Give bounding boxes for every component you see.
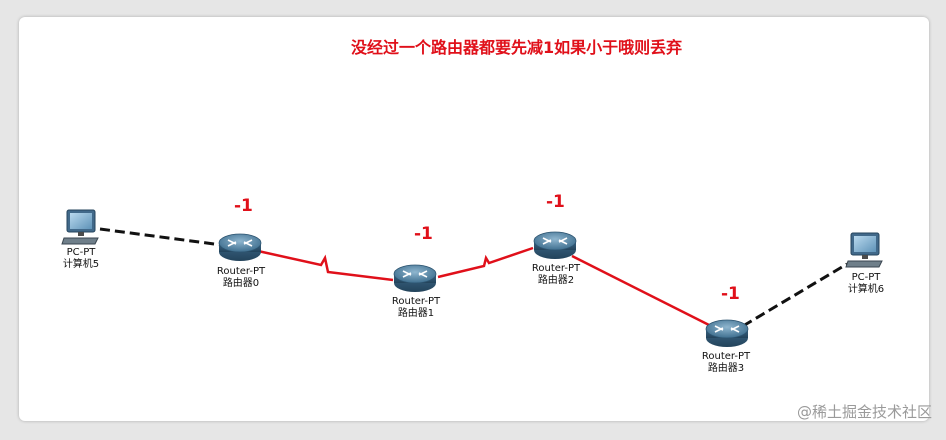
node-label-router3: Router-PT 路由器3 xyxy=(686,351,766,375)
node-label-router2: Router-PT 路由器2 xyxy=(516,263,596,287)
hop-label: -1 xyxy=(234,196,253,216)
node-model: Router-PT xyxy=(391,296,441,307)
node-model: Router-PT xyxy=(701,351,751,362)
node-model: Router-PT xyxy=(531,263,581,274)
hop-label: -1 xyxy=(546,192,565,212)
hop-label: -1 xyxy=(414,224,433,244)
link-router3-pc6 xyxy=(742,262,848,328)
topology-canvas xyxy=(19,17,929,421)
diagram-title: 没经过一个路由器都要先减1如果小于哦则丢弃 xyxy=(351,38,683,57)
link-router0-router1 xyxy=(257,249,394,282)
pc-icon[interactable] xyxy=(61,209,99,245)
router-icon[interactable] xyxy=(705,319,749,347)
node-label-router1: Router-PT 路由器1 xyxy=(376,296,456,320)
node-label-pc5: PC-PT 计算机5 xyxy=(41,247,121,271)
node-label-router0: Router-PT 路由器0 xyxy=(201,266,281,290)
node-name: 路由器0 xyxy=(222,278,260,289)
node-name: 路由器2 xyxy=(537,275,575,286)
node-name: 计算机6 xyxy=(847,284,885,295)
router-icon[interactable] xyxy=(218,233,262,261)
hop-label: -1 xyxy=(721,284,740,304)
node-model: Router-PT xyxy=(216,266,266,277)
router-icon[interactable] xyxy=(393,264,437,292)
pc-icon[interactable] xyxy=(845,232,883,268)
node-model: PC-PT xyxy=(66,247,96,258)
node-model: PC-PT xyxy=(851,272,881,283)
node-name: 计算机5 xyxy=(62,259,100,270)
link-router1-router2 xyxy=(437,246,534,279)
node-label-pc6: PC-PT 计算机6 xyxy=(826,272,906,296)
watermark: @稀土掘金技术社区 xyxy=(796,403,932,421)
node-name: 路由器1 xyxy=(397,308,435,319)
node-name: 路由器3 xyxy=(707,363,745,374)
link-router2-router3 xyxy=(571,254,714,329)
link-pc5-router0 xyxy=(99,227,223,247)
router-icon[interactable] xyxy=(533,231,577,259)
